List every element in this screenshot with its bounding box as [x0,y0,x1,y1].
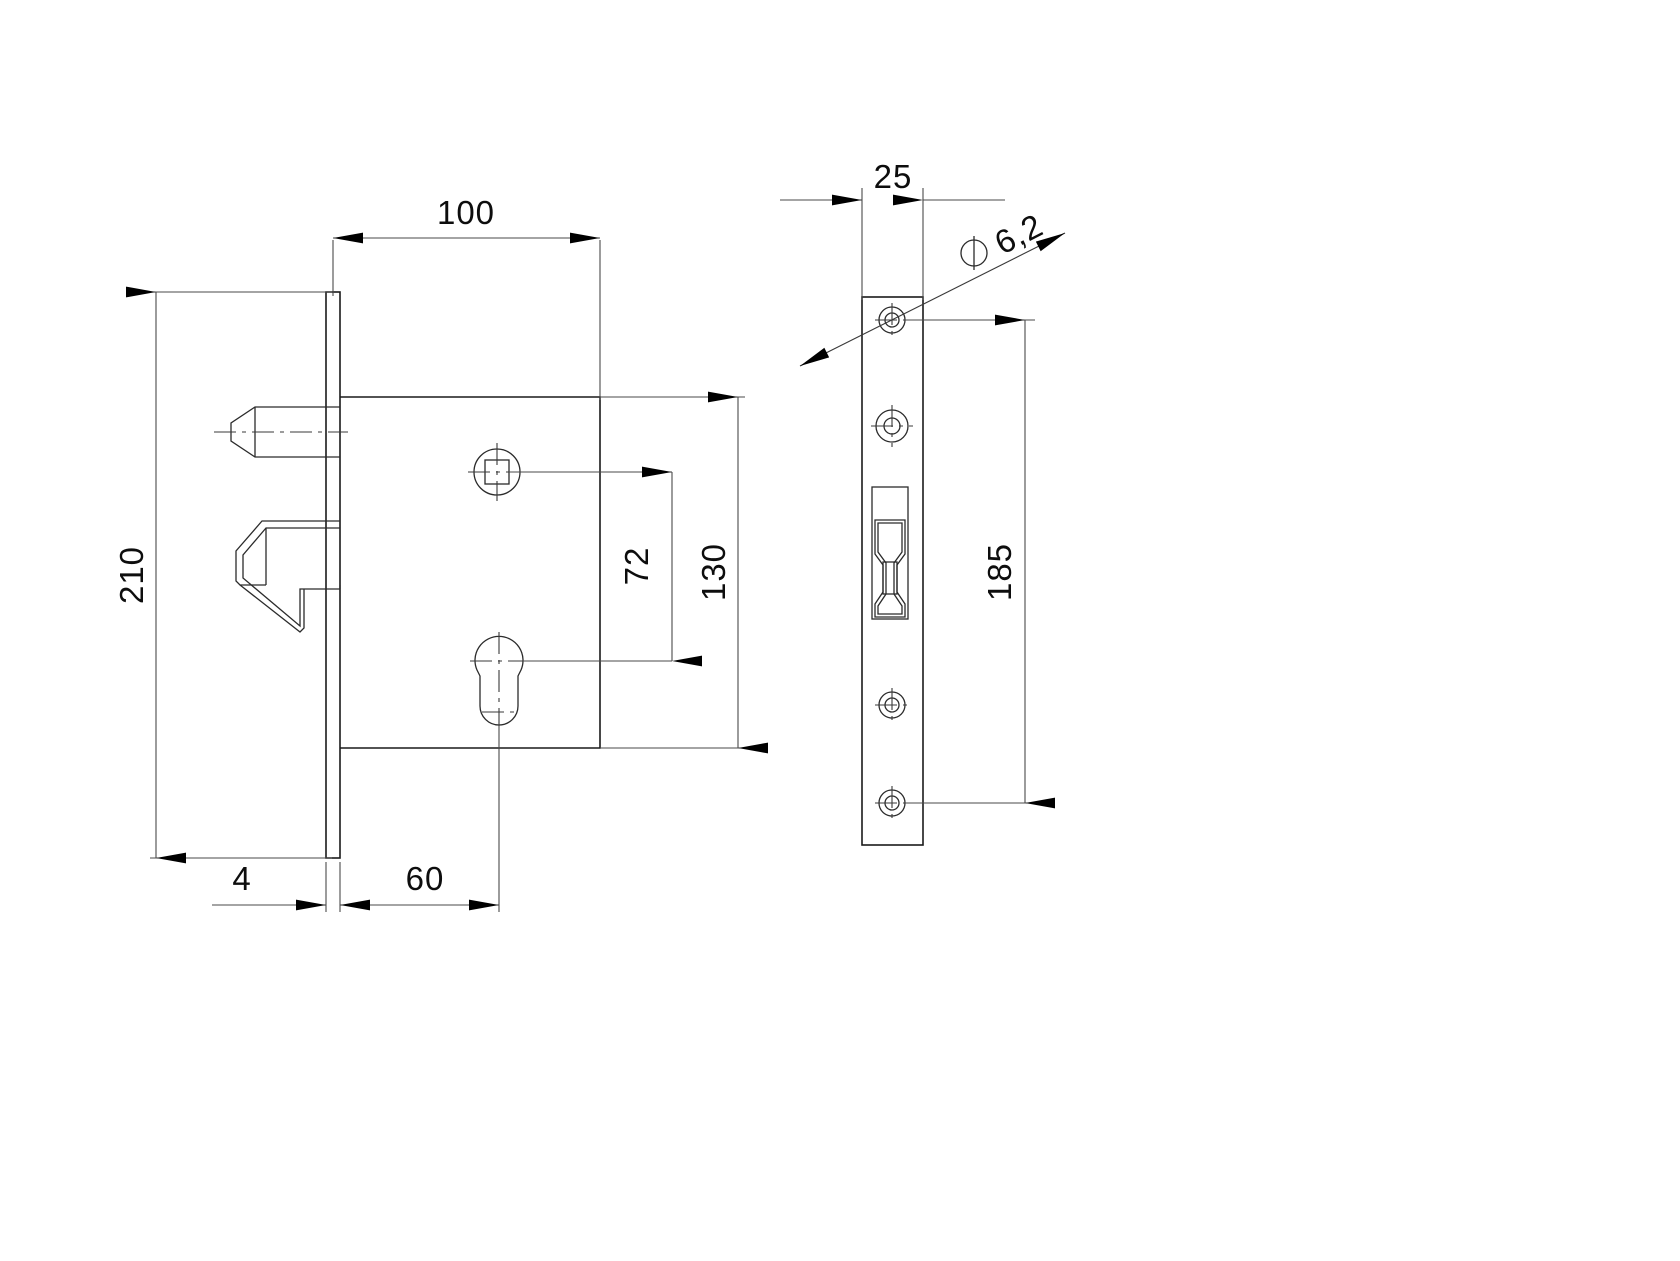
lock-case-body [340,396,601,749]
dim-100: 100 [332,194,601,400]
dim-25: 25 [780,158,1005,300]
dim-6-2-label: 6,2 [989,206,1049,261]
faceplate-outline [861,296,924,846]
front-section-view: 100 210 130 72 [113,194,768,912]
dim-72: 72 [618,466,702,667]
dim-4: 4 [212,860,341,912]
screw-hole-upper [871,405,913,447]
dim-60-label: 60 [406,860,445,897]
faceplate-front [325,291,341,859]
euro-cylinder-hole [470,632,528,726]
faceplate-view: 25 6,2 185 [780,158,1066,846]
dim-25-label: 25 [874,158,913,195]
dim-4-label: 4 [232,860,251,897]
dim-72-label: 72 [618,547,655,586]
screw-hole-bottom [875,786,909,820]
latch-bolt [871,486,909,620]
dim-100-label: 100 [437,194,495,231]
dim-130-label: 130 [695,543,732,601]
dim-60: 60 [340,726,500,912]
dead-bolt [214,406,348,458]
dim-210-label: 210 [113,546,150,604]
screw-hole-lower [875,688,909,722]
dim-185-label: 185 [981,543,1018,601]
dim-210: 210 [113,286,332,864]
dim-185: 185 [905,314,1055,809]
hook-bolt [235,520,341,633]
